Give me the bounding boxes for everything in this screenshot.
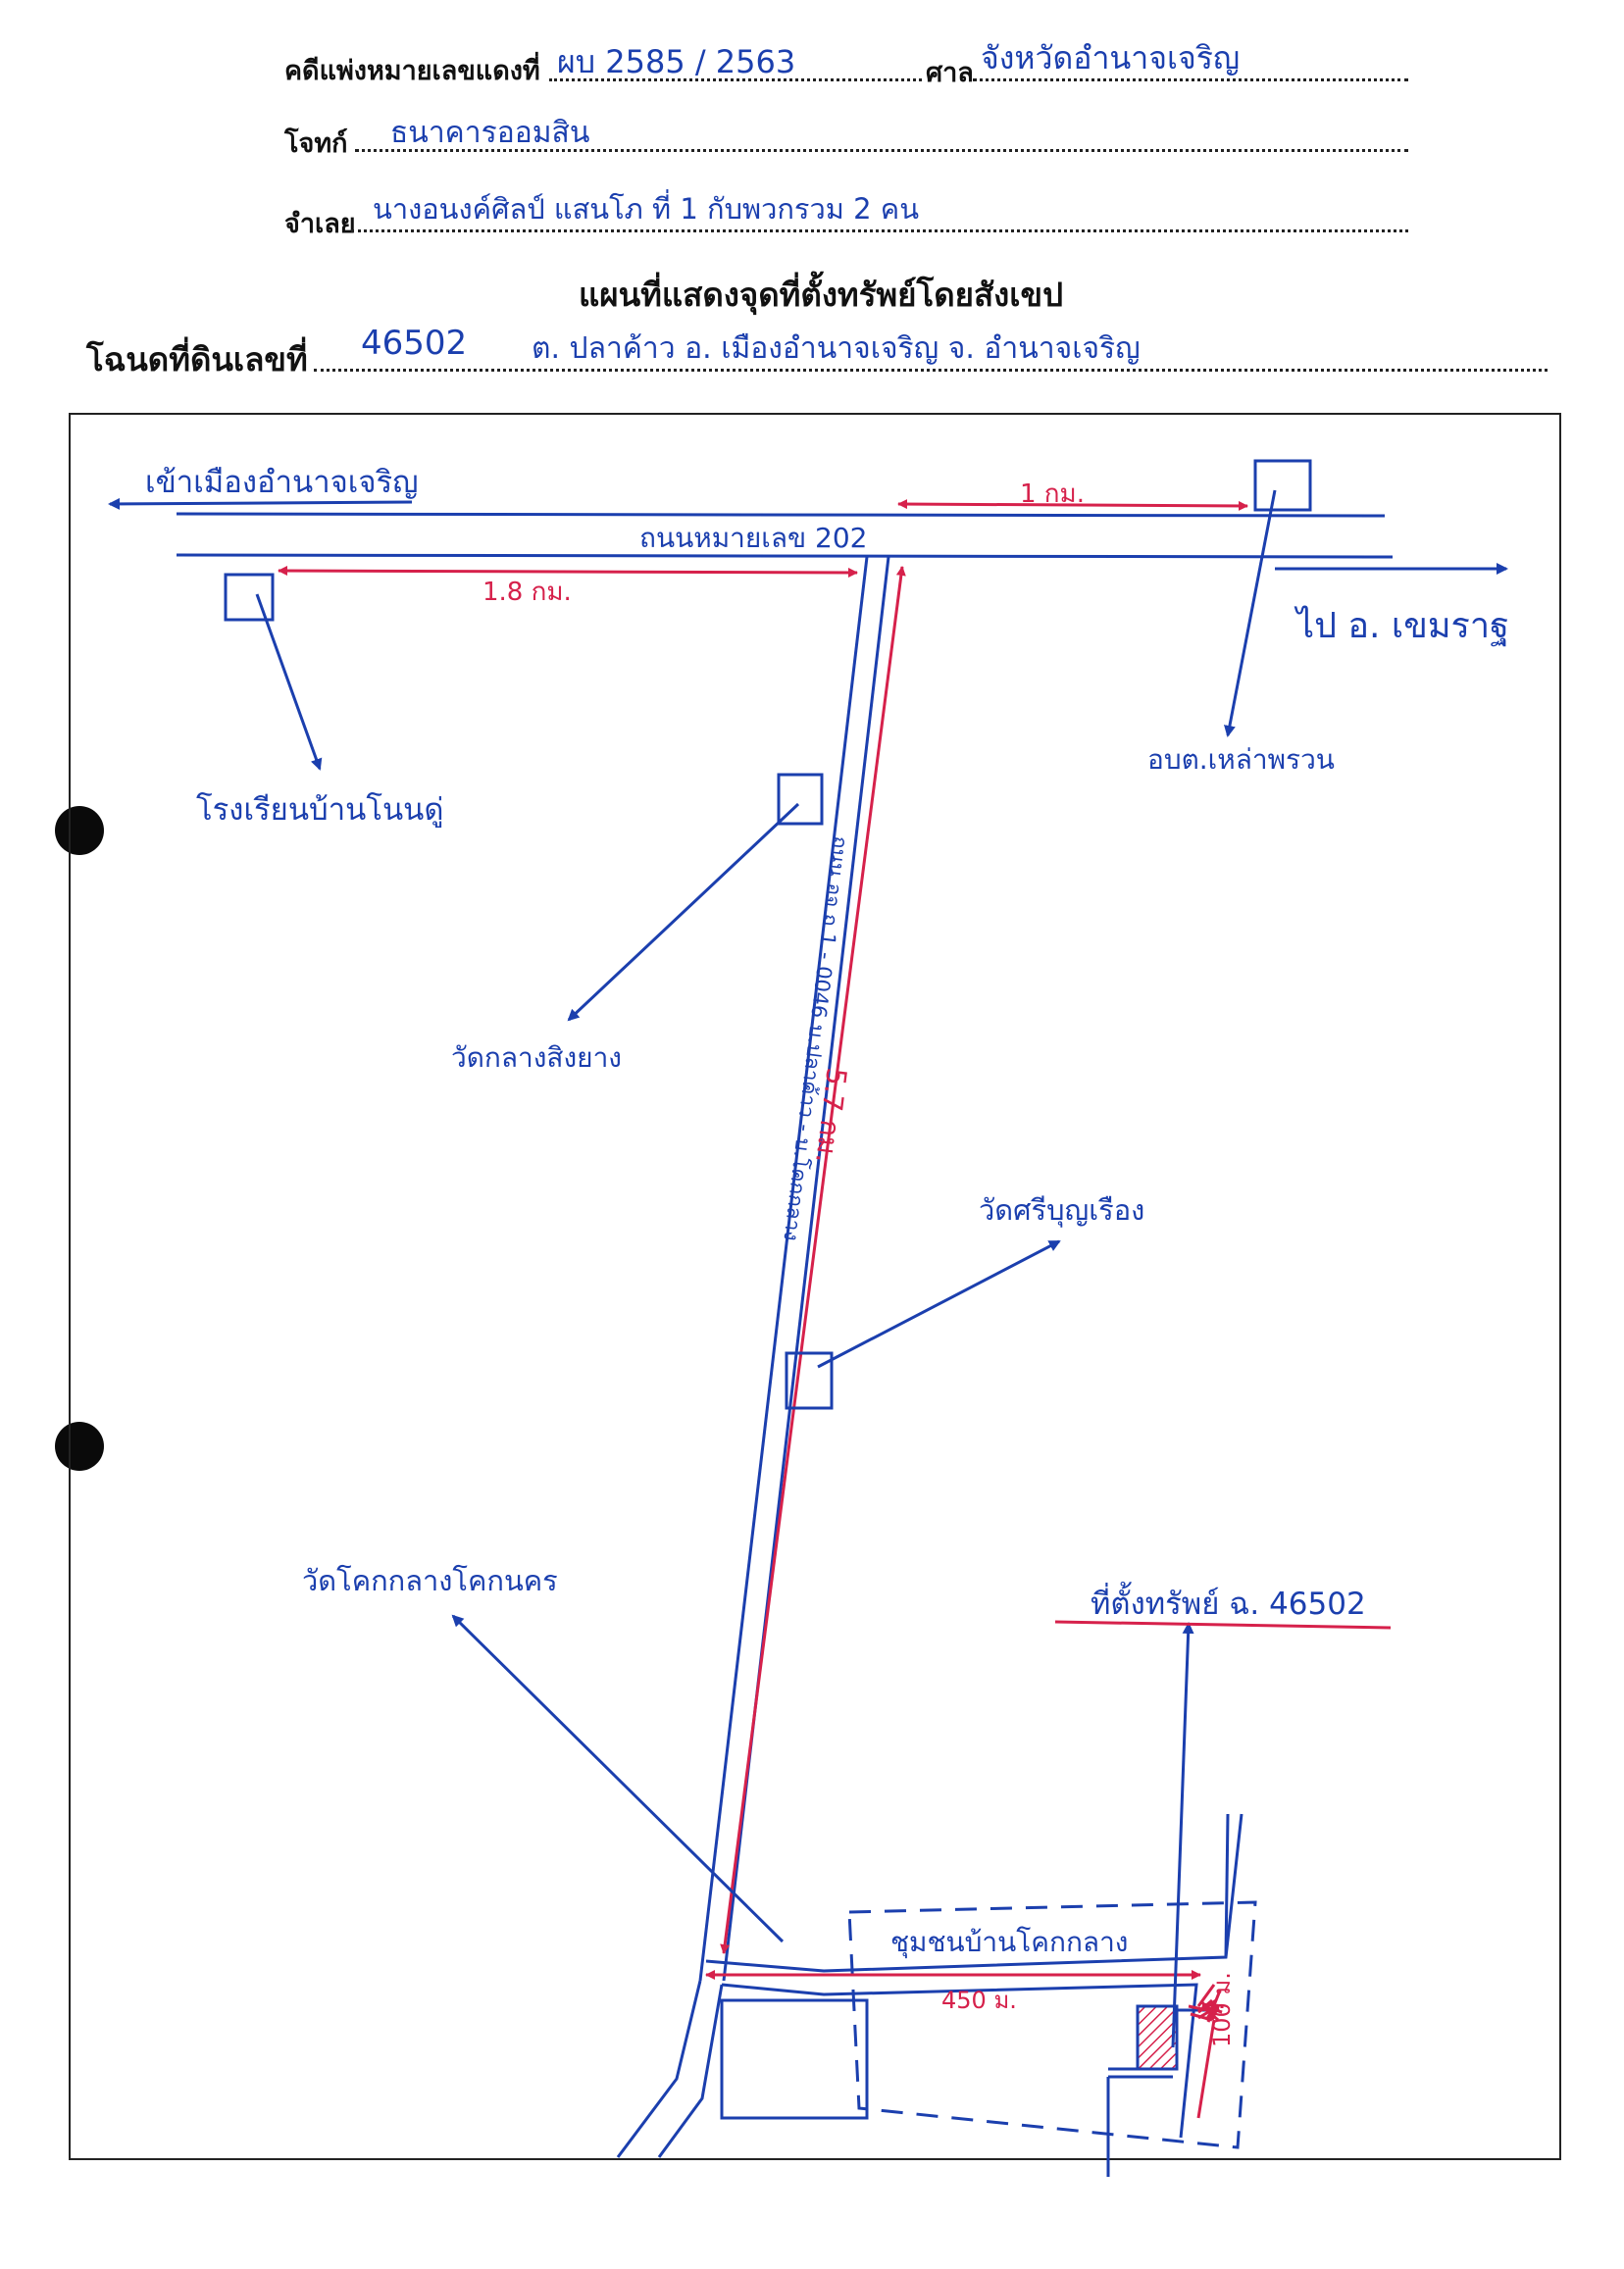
temple-3-marker bbox=[720, 1998, 869, 2120]
access-lane bbox=[616, 1813, 1243, 2177]
school-marker bbox=[224, 573, 275, 622]
punch-hole-top bbox=[55, 806, 104, 855]
sao-pointer bbox=[1223, 489, 1277, 737]
dist-100m-label: 100 ม. bbox=[1208, 1972, 1236, 2047]
defendant-label: จำเลย bbox=[284, 209, 356, 239]
temple-1-pointer bbox=[567, 802, 800, 1022]
property-parcel bbox=[1136, 2004, 1179, 2071]
dist-1-8km-label: 1.8 กม. bbox=[482, 578, 572, 607]
punch-hole-bottom bbox=[55, 1422, 104, 1471]
defendant-line bbox=[351, 229, 1408, 232]
community-label: ชุมชนบ้านโคกกลาง bbox=[890, 1926, 1128, 1959]
defendant-value: นางอนงค์ศิลป์ แสนโภ ที่ 1 กับพวกรวม 2 คน bbox=[373, 192, 920, 226]
temple-3-label: วัดโคกกลางโคกนคร bbox=[302, 1564, 558, 1597]
temple-3-pointer bbox=[451, 1614, 785, 1943]
sao-label: อบต.เหล่าพรวน bbox=[1147, 743, 1335, 776]
dist-450m-label: 450 ม. bbox=[941, 1987, 1017, 2014]
map-frame bbox=[69, 413, 1561, 2160]
case-number-line bbox=[549, 78, 922, 81]
court-value: จังหวัดอำนาจเจริญ bbox=[981, 39, 1241, 76]
map-title: แผนที่แสดงจุดที่ตั้งทรัพย์โดยสังเขป bbox=[579, 276, 1064, 314]
plaintiff-label: โจทก์ bbox=[284, 128, 348, 159]
highway-label: ถนนหมายเลข 202 bbox=[639, 522, 868, 554]
highway-202 bbox=[176, 512, 1394, 559]
plaintiff-value: ธนาคารออมสิน bbox=[390, 116, 590, 150]
to-district-label: ไป อ. เขมราฐ bbox=[1294, 605, 1509, 647]
deed-location: ต. ปลาค้าว อ. เมืองอำนาจเจริญ จ. อำนาจเจ… bbox=[532, 331, 1141, 366]
property-underline bbox=[1054, 1620, 1392, 1630]
arrow-to-city bbox=[108, 497, 413, 510]
sao-marker bbox=[1253, 459, 1312, 512]
case-label: คดีแพ่งหมายเลขแดงที่ bbox=[284, 56, 540, 86]
temple-2-pointer bbox=[817, 1239, 1061, 1369]
plaintiff-line bbox=[355, 149, 1408, 152]
deed-label: โฉนดที่ดินเลขที่ bbox=[86, 340, 308, 378]
property-pointer bbox=[1171, 1622, 1194, 2048]
school-pointer bbox=[255, 593, 323, 771]
case-number: ผบ 2585 / 2563 bbox=[557, 43, 796, 80]
temple-2-label: วัดศรีบุญเรือง bbox=[979, 1193, 1144, 1228]
temple-2-marker bbox=[785, 1351, 834, 1410]
dist-1km-label: 1 กม. bbox=[1020, 479, 1085, 509]
property-label: ที่ตั้งทรัพย์ ฉ. 46502 bbox=[1091, 1582, 1366, 1622]
school-label: โรงเรียนบ้านโนนดู่ bbox=[196, 792, 443, 828]
temple-1-marker bbox=[777, 773, 824, 826]
deed-number: 46502 bbox=[361, 324, 468, 363]
distance-lines bbox=[278, 499, 1248, 2023]
to-city-label: เข้าเมืองอำนาจเจริญ bbox=[145, 465, 419, 500]
court-label: ศาล bbox=[926, 58, 974, 88]
temple-1-label: วัดกลางสิงยาง bbox=[451, 1041, 622, 1074]
local-road bbox=[698, 556, 890, 1982]
dist-100m-bar bbox=[1196, 2019, 1216, 2119]
community-boundary bbox=[847, 1900, 1257, 2149]
deed-line bbox=[314, 369, 1548, 372]
court-line bbox=[973, 78, 1408, 81]
